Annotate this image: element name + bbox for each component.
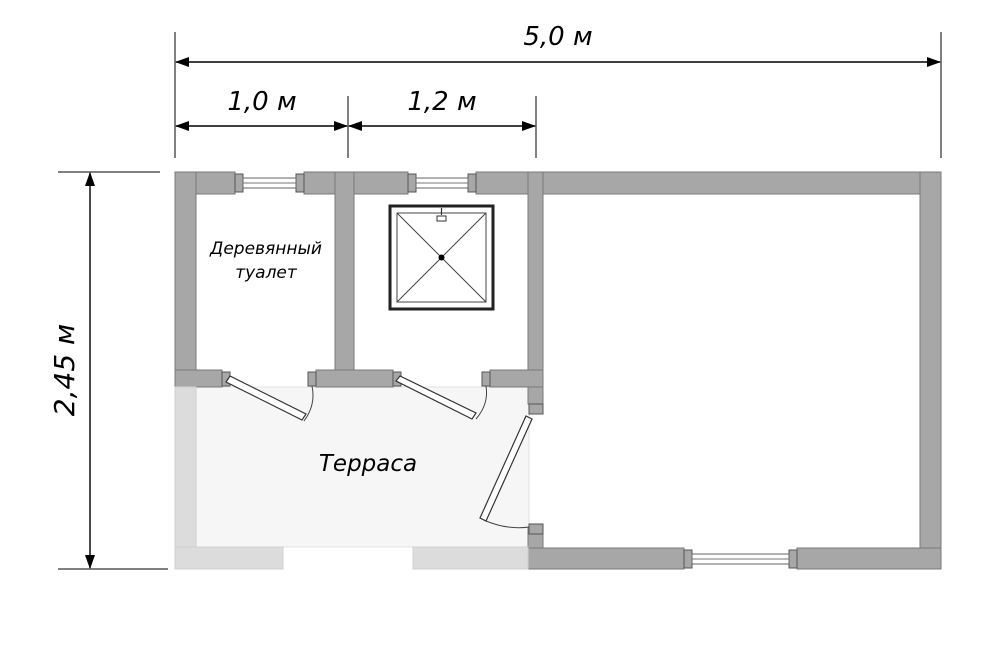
door-toilet — [221, 371, 317, 422]
window-toilet — [234, 173, 305, 193]
dimension-total-length: 5,0 м — [174, 22, 942, 158]
dimension-label-toilet-width: 1,0 м — [227, 87, 296, 117]
shower-head-icon — [436, 208, 447, 222]
dimension-label-total-length: 5,0 м — [523, 22, 592, 52]
room-label-toilet-line2: туалет — [235, 263, 298, 283]
walls — [174, 171, 942, 570]
dimension-label-total-depth: 2,45 м — [48, 324, 81, 416]
door-room — [479, 403, 544, 535]
shower-tray — [388, 204, 495, 311]
dimension-toilet-width: 1,0 м — [175, 87, 537, 158]
dimension-total-depth: 2,45 м — [48, 171, 168, 570]
room-label-terrace: Терраса — [319, 451, 417, 477]
terrace-walls — [174, 386, 529, 570]
dimension-label-shower-width: 1,2 м — [407, 87, 476, 117]
room-label-toilet-line1: Деревянный — [209, 239, 322, 259]
window-room-bottom — [683, 549, 798, 569]
dimension-shower-width: 1,2 м — [348, 87, 536, 131]
window-shower — [407, 173, 477, 193]
door-shower — [392, 371, 491, 420]
